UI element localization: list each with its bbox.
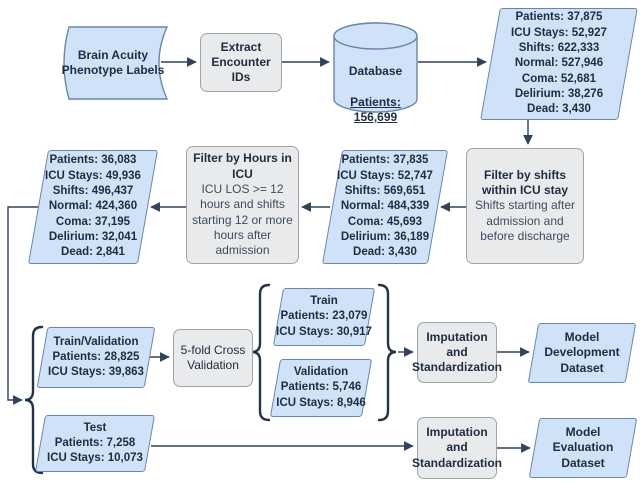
- phenotype-labels-text: Brain Acuity Phenotype Labels: [61, 47, 165, 77]
- node-filter-shifts: Filter by shifts within ICU stay Shifts …: [466, 148, 584, 264]
- filter-hours-title: Filter by Hours in ICU: [193, 151, 292, 181]
- node-database: Database Patients: 156,699: [333, 22, 418, 124]
- model-development-text: Model Development Dataset: [544, 330, 620, 375]
- test-stats: Test Patients: 7,258 ICU Stays: 10,073: [47, 421, 143, 465]
- extract-ids-text: Extract Encounter IDs: [211, 39, 271, 85]
- filter-hours-subtitle: ICU LOS >= 12 hours and shifts starting …: [192, 182, 293, 258]
- imputation-dev-text: Imputation and Standardization: [412, 329, 503, 375]
- cohort-hours-stats: Patients: 36,083 ICU Stays: 49,936 Shift…: [45, 154, 141, 259]
- brace-cv-open: [251, 283, 271, 422]
- node-filter-hours: Filter by Hours in ICU ICU LOS >= 12 hou…: [186, 146, 299, 264]
- model-evaluation-text: Model Evaluation Dataset: [552, 425, 614, 470]
- database-title: Database: [348, 64, 403, 79]
- validation-stats: Validation Patients: 5,746 ICU Stays: 8,…: [276, 366, 366, 409]
- database-cylinder-shape: [333, 22, 418, 113]
- node-cross-validation: 5-fold Cross Validation: [173, 329, 253, 387]
- node-validation: Validation Patients: 5,746 ICU Stays: 8,…: [269, 359, 373, 417]
- train-stats: Train Patients: 23,079 ICU Stays: 30,917: [276, 295, 372, 338]
- cross-validation-text: 5-fold Cross Validation: [180, 342, 246, 372]
- node-extract-encounter-ids: Extract Encounter IDs: [200, 33, 282, 92]
- cohort-initial-stats: Patients: 37,875 ICU Stays: 52,927 Shift…: [511, 11, 607, 116]
- node-train: Train Patients: 23,079 ICU Stays: 30,917: [272, 288, 376, 346]
- stored-data-shape: [63, 26, 168, 100]
- brace-cv-close: [377, 283, 397, 422]
- filter-shifts-subtitle: Shifts starting after admission and befo…: [474, 198, 576, 243]
- node-imputation-dev: Imputation and Standardization: [412, 322, 502, 383]
- imputation-eval-text: Imputation and Standardization: [412, 425, 503, 470]
- node-model-evaluation: Model Evaluation Dataset: [528, 418, 638, 478]
- filter-shifts-title: Filter by shifts within ICU stay: [481, 167, 568, 198]
- node-test: Test Patients: 7,258 ICU Stays: 10,073: [34, 415, 156, 472]
- brace-train-test-group: [24, 325, 44, 475]
- node-cohort-initial: Patients: 37,875 ICU Stays: 52,927 Shift…: [480, 8, 638, 120]
- arrow-elbow: [7, 206, 38, 405]
- database-patient-count: Patients: 156,699: [350, 94, 401, 125]
- node-phenotype-labels: Brain Acuity Phenotype Labels: [58, 26, 168, 100]
- node-cohort-hours: Patients: 36,083 ICU Stays: 49,936 Shift…: [27, 150, 159, 264]
- node-model-development: Model Development Dataset: [527, 323, 637, 383]
- node-cohort-shifts: Patients: 37,835 ICU Stays: 52,747 Shift…: [321, 150, 449, 264]
- cohort-shifts-stats: Patients: 37,835 ICU Stays: 52,747 Shift…: [337, 154, 433, 259]
- node-imputation-eval: Imputation and Standardization: [412, 417, 502, 479]
- train-validation-stats: Train/Validation Patients: 28,825 ICU St…: [48, 335, 144, 379]
- node-train-validation: Train/Validation Patients: 28,825 ICU St…: [36, 327, 156, 388]
